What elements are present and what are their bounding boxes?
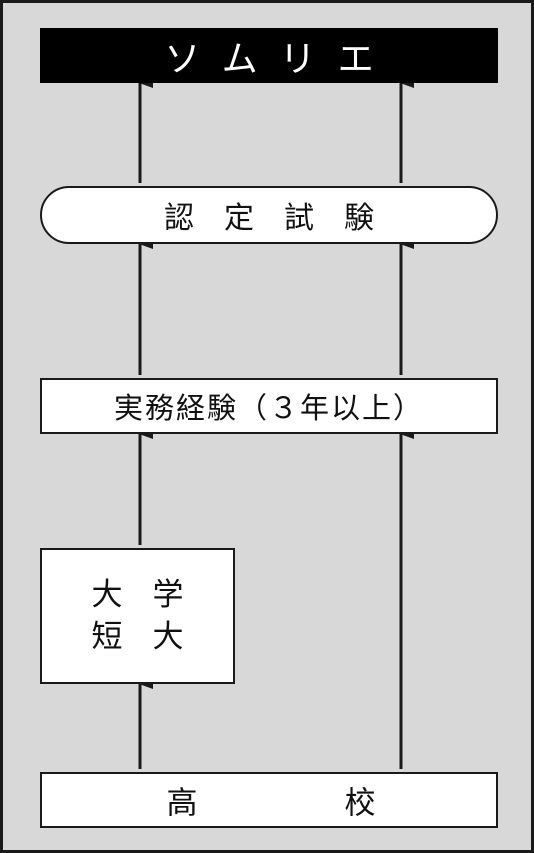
high-school-box: 高 校	[40, 772, 498, 828]
junior-college-label: 短大	[91, 619, 214, 655]
sommelier-label: ソムリエ	[164, 38, 396, 80]
college-box: 大学 短大	[40, 548, 235, 684]
flow-arrows	[138, 78, 414, 769]
high-school-label-left: 高	[166, 785, 198, 822]
work-experience-box: 実務経験（３年以上）	[40, 378, 498, 434]
sommelier-banner: ソムリエ	[40, 28, 498, 83]
university-label: 大学	[91, 577, 214, 613]
certification-exam-label: 認定試験	[164, 201, 404, 236]
certification-exam-box: 認定試験	[40, 186, 498, 244]
work-experience-label: 実務経験（３年以上）	[113, 391, 424, 425]
high-school-label-right: 校	[344, 785, 376, 822]
